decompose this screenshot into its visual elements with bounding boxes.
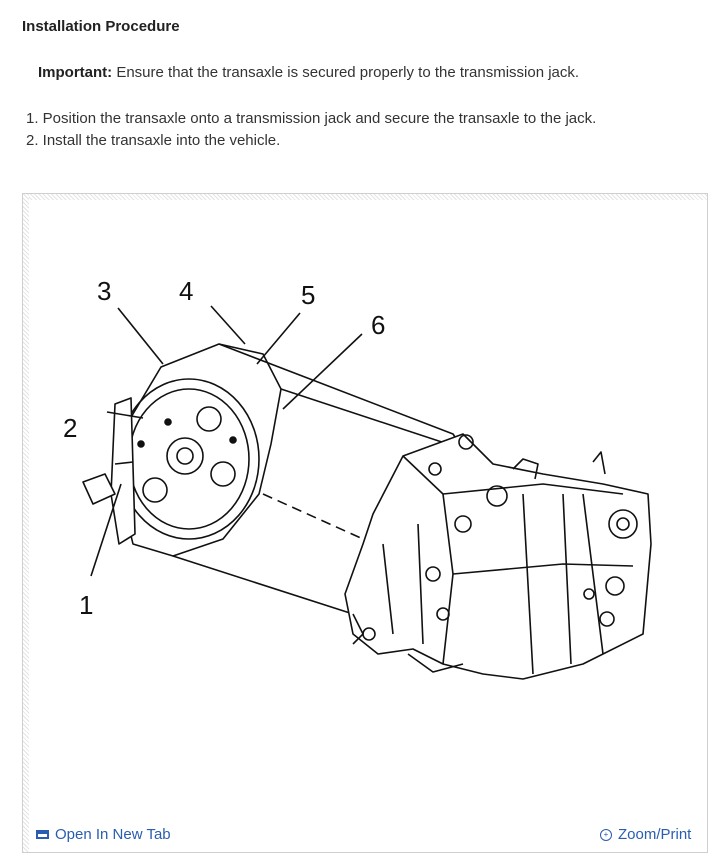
figure-frame: 1 2 3 4 5 6 (22, 193, 708, 853)
open-in-new-tab-link[interactable]: Open In New Tab (36, 826, 171, 843)
transaxle-diagram: 1 2 3 4 5 6 (63, 276, 652, 680)
callout-2: 2 (63, 413, 77, 443)
callout-4: 4 (179, 276, 193, 306)
callout-3: 3 (97, 276, 111, 306)
important-note: Important: Ensure that the transaxle is … (38, 64, 579, 81)
zoom-icon: + (600, 828, 612, 841)
callout-6: 6 (371, 310, 385, 340)
important-label: Important: (38, 64, 113, 81)
section-heading: Installation Procedure (22, 18, 180, 35)
step-2: 2. Install the transaxle into the vehicl… (26, 132, 281, 149)
open-in-new-tab-label: Open In New Tab (55, 826, 171, 843)
procedure-steps: 1. Position the transaxle onto a transmi… (26, 108, 596, 152)
zoom-print-label: Zoom/Print (618, 826, 692, 843)
step-1: 1. Position the transaxle onto a transmi… (26, 110, 597, 127)
important-text: Ensure that the transaxle is secured pro… (112, 64, 580, 81)
callout-5: 5 (301, 280, 315, 310)
zoom-print-link[interactable]: + Zoom/Print (600, 826, 691, 843)
callout-1: 1 (79, 590, 93, 620)
